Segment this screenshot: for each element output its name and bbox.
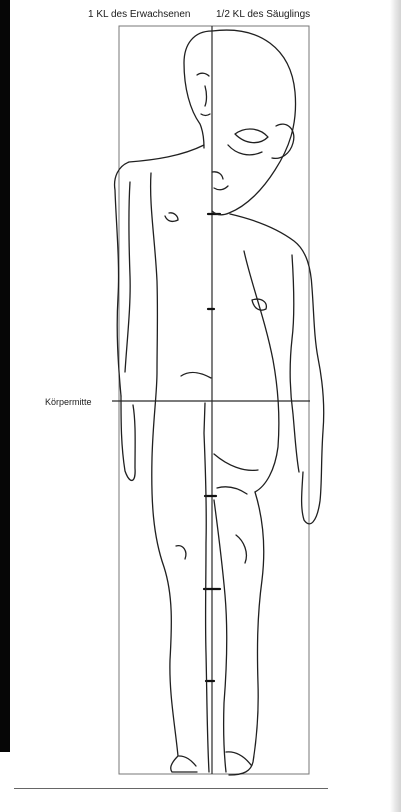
adult-inner-leg [204, 403, 209, 772]
infant-half-figure [212, 30, 324, 775]
infant-belly-crease [214, 454, 258, 470]
infant-belly-contour [244, 251, 279, 492]
infant-inner-leg [214, 500, 227, 772]
adult-hand [121, 396, 135, 480]
bottom-page-rule [14, 788, 328, 789]
infant-groin-line [217, 487, 247, 494]
adult-knee [176, 546, 186, 559]
infant-foot [226, 752, 251, 765]
adult-mouth [201, 114, 210, 116]
measurement-axes [112, 26, 310, 774]
adult-head-outline [184, 31, 212, 148]
infant-inner-arm [290, 255, 299, 472]
infant-head-outline [212, 30, 296, 215]
adult-torso-and-leg-outline [151, 173, 197, 772]
adult-shoulder-and-arm [115, 145, 204, 396]
adult-chest-mark [165, 213, 178, 222]
infant-shoulder-and-arm [230, 214, 324, 524]
measurement-frame [119, 26, 309, 774]
adult-eye [197, 73, 209, 76]
adult-hip-contour [181, 372, 211, 378]
infant-eye [235, 129, 268, 143]
infant-outer-leg [229, 492, 264, 775]
infant-knee [236, 535, 246, 563]
adult-foot [179, 756, 196, 766]
adult-inner-arm [125, 182, 130, 372]
infant-cheek [228, 145, 262, 155]
infant-ear [272, 124, 294, 158]
proportion-frame [119, 26, 309, 774]
infant-mouth [214, 186, 228, 190]
infant-nose [212, 172, 223, 179]
adult-nose [205, 86, 207, 106]
